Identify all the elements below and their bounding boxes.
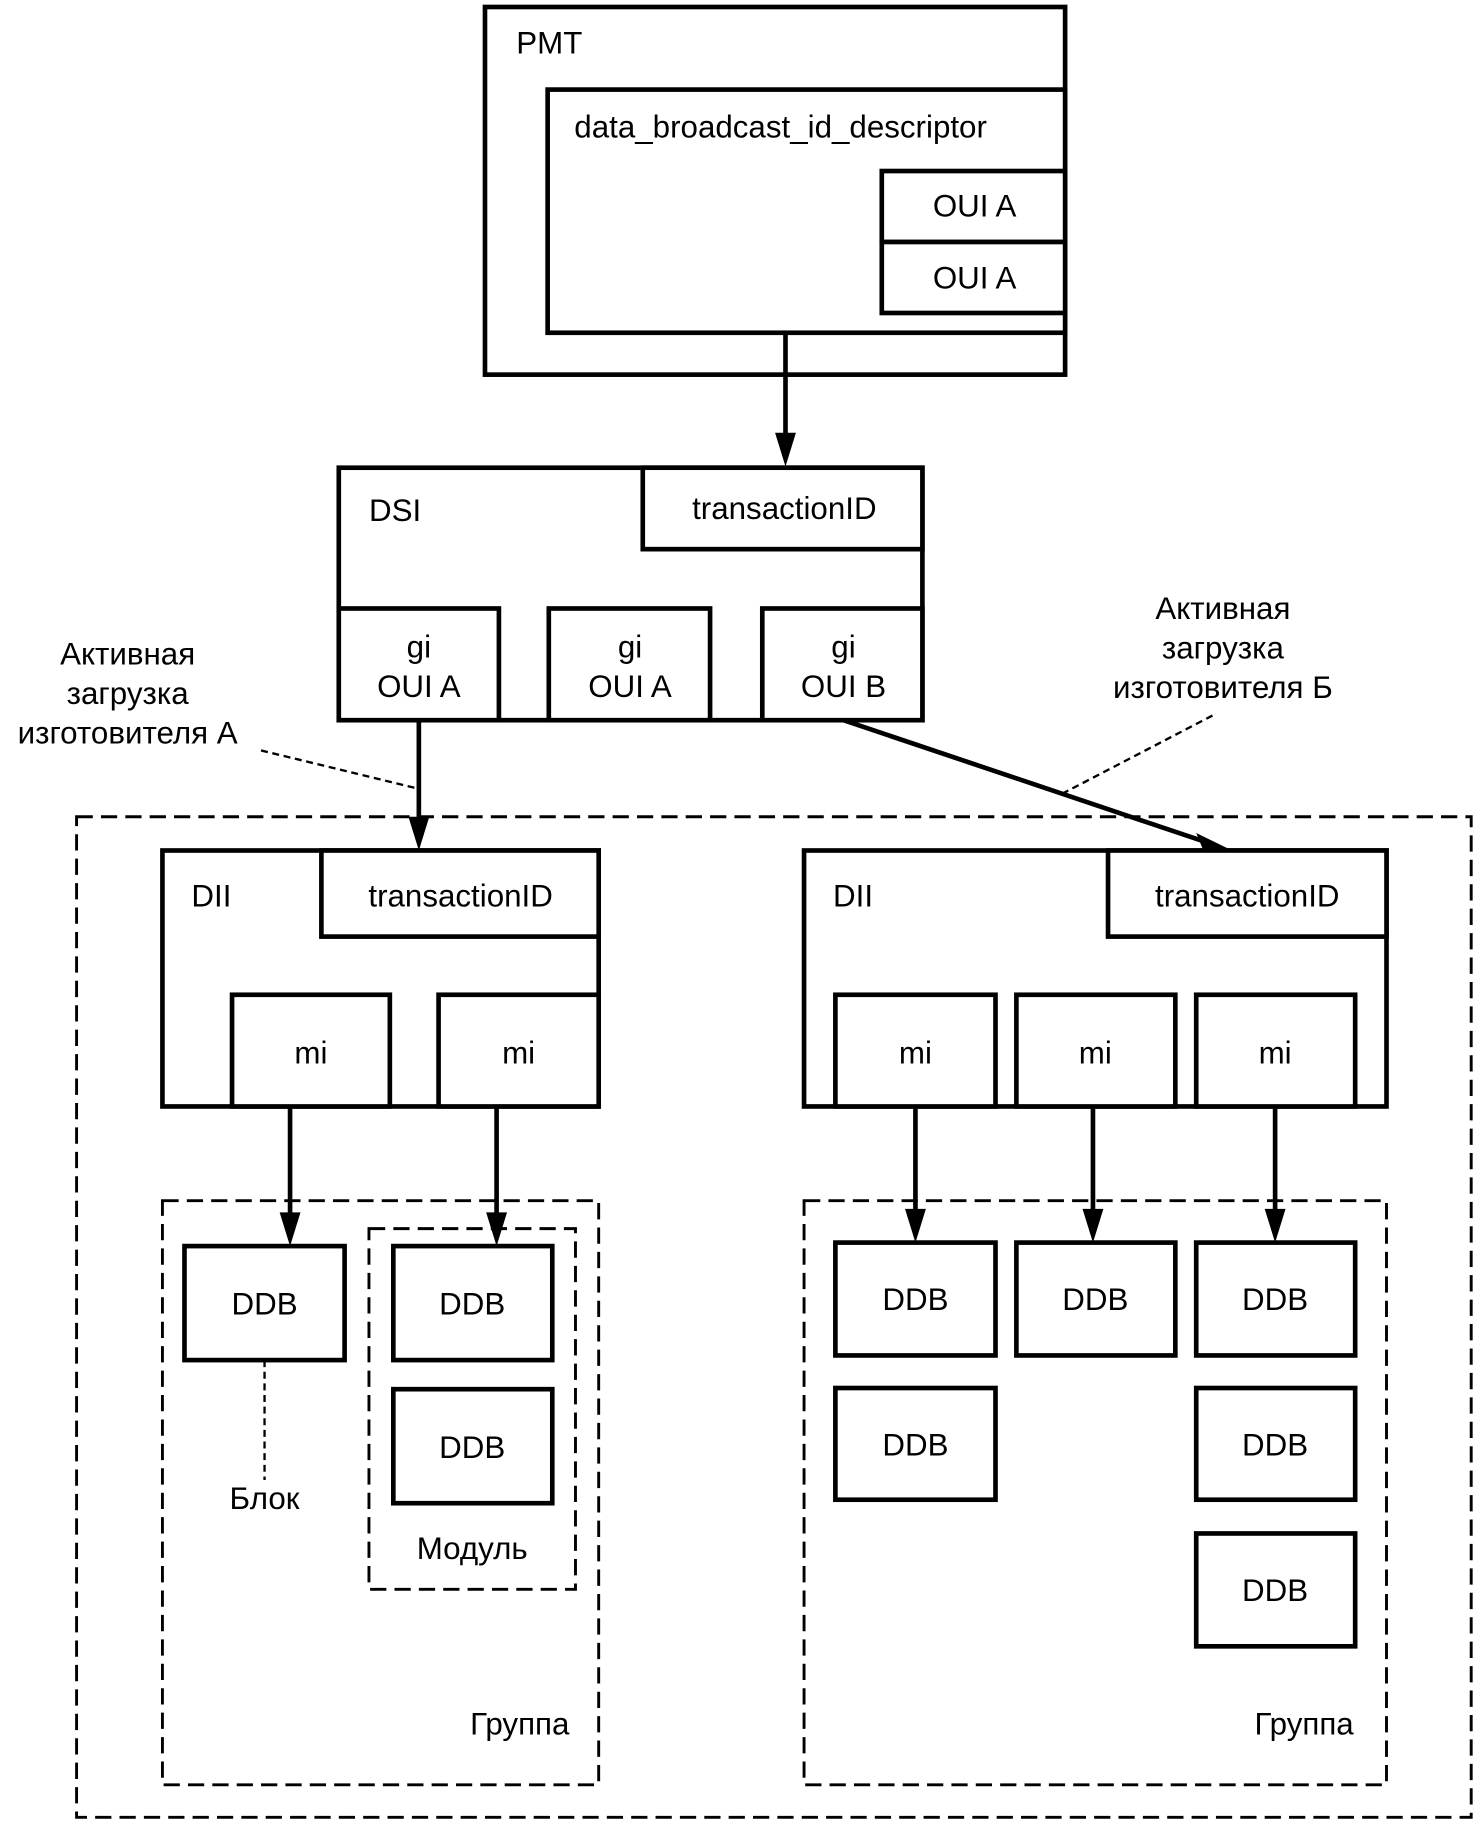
arrowhead-icon [1264, 1208, 1286, 1243]
dii-title: DII [833, 878, 873, 913]
arrowhead-icon [904, 1208, 926, 1243]
ddb-block [1193, 1531, 1358, 1649]
module-boundary [367, 1227, 577, 1591]
group-label: Группа [470, 1707, 570, 1742]
ddb-block [1193, 1385, 1358, 1503]
ddb-block [1193, 1240, 1358, 1358]
manufacturer-downloads-container [75, 815, 1473, 1819]
dii-title: DII [191, 878, 231, 913]
ddb-label: DDB [1242, 1427, 1308, 1462]
module-info-box [833, 992, 998, 1109]
annotation-line: Активная [1155, 591, 1290, 626]
oui-entry [879, 168, 1068, 245]
group-info-box [336, 606, 502, 723]
dsi-title: DSI [369, 493, 421, 528]
pmt-title: PMT [516, 25, 582, 60]
annotation-line: загрузка [67, 676, 190, 711]
annotation-line: загрузка [1162, 630, 1285, 665]
data-broadcast-id-descriptor: data_broadcast_id_descriptor OUI A OUI A [545, 87, 1068, 336]
right-group: DDB DDB DDB DDB DDB DDB Группа [802, 1199, 1388, 1787]
ddb-label: DDB [882, 1427, 948, 1462]
annotation-leader-line [260, 749, 420, 790]
module-info-label: mi [294, 1035, 327, 1070]
dii-transaction-id: transactionID [368, 878, 553, 913]
arrowhead-icon [1082, 1208, 1104, 1243]
group-info-box [546, 606, 713, 723]
annotation-line: изготовителя А [18, 715, 238, 750]
module-info-label: mi [1079, 1035, 1112, 1070]
dsi-transaction-id: transactionID [692, 491, 877, 526]
left-dii-message: DII transactionID mi mi [160, 848, 602, 1109]
oui-entry [879, 239, 1068, 316]
group-info-box [759, 606, 925, 723]
dii-transaction-id-box [1105, 848, 1389, 939]
left-group: DDB Блок DDB DDB Модуль Группа [160, 1199, 601, 1787]
module-info-box [1014, 992, 1178, 1109]
module-info-label: mi [899, 1035, 932, 1070]
ddb-label: DDB [1242, 1282, 1308, 1317]
module-info-label: mi [1259, 1035, 1292, 1070]
arrowhead-icon [775, 432, 796, 467]
ddb-label: DDB [439, 1430, 505, 1465]
ddb-block [833, 1240, 998, 1358]
annotation-leader-line [1057, 714, 1213, 797]
module-info-box [436, 992, 602, 1109]
arrowhead-icon [279, 1212, 301, 1247]
module-info-box [229, 992, 393, 1109]
descriptor-label: data_broadcast_id_descriptor [574, 109, 987, 144]
group-info-oui: OUI A [588, 669, 672, 704]
dsi-message: DSI transactionID gi OUI A gi OUI A gi O… [336, 465, 925, 723]
ddb-block [833, 1385, 998, 1503]
annotation-manufacturer-a: Активная загрузка изготовителя А [18, 636, 420, 790]
ddb-label: DDB [1062, 1282, 1128, 1317]
arrowhead-icon [408, 816, 430, 851]
dsi-to-right-dii-arrow-line [842, 717, 1208, 845]
pmt-table: PMT data_broadcast_id_descriptor OUI A O… [482, 4, 1068, 377]
dii-transaction-id: transactionID [1155, 878, 1340, 913]
block-label: Блок [230, 1481, 300, 1516]
module-info-label: mi [502, 1035, 535, 1070]
group-label: Группа [1254, 1707, 1354, 1742]
ddb-block [391, 1386, 555, 1506]
group-info-oui: OUI B [801, 669, 886, 704]
oui-entry-label: OUI A [933, 188, 1017, 223]
ddb-label: DDB [439, 1287, 505, 1322]
group-info-oui: OUI A [377, 669, 461, 704]
ddb-block [391, 1243, 555, 1363]
right-dii-message: DII transactionID mi mi mi [801, 848, 1389, 1109]
group-info-label: gi [407, 629, 431, 664]
group-info-label: gi [618, 629, 642, 664]
group-info-label: gi [831, 629, 855, 664]
dsi-transaction-id-box [640, 465, 925, 552]
ddb-label: DDB [882, 1282, 948, 1317]
group-boundary [160, 1199, 601, 1787]
oui-entry-label: OUI A [933, 261, 1017, 296]
ddb-label: DDB [1242, 1573, 1308, 1608]
group-boundary [802, 1199, 1388, 1787]
ddb-label: DDB [231, 1287, 297, 1322]
module-label: Модуль [417, 1531, 528, 1566]
annotation-line: изготовителя Б [1113, 670, 1333, 705]
annotation-line: Активная [60, 636, 195, 671]
annotation-manufacturer-b: Активная загрузка изготовителя Б [1057, 591, 1333, 797]
arrowhead-icon [1196, 833, 1233, 853]
dii-transaction-id-box [319, 848, 602, 939]
ddb-block [1014, 1240, 1178, 1358]
